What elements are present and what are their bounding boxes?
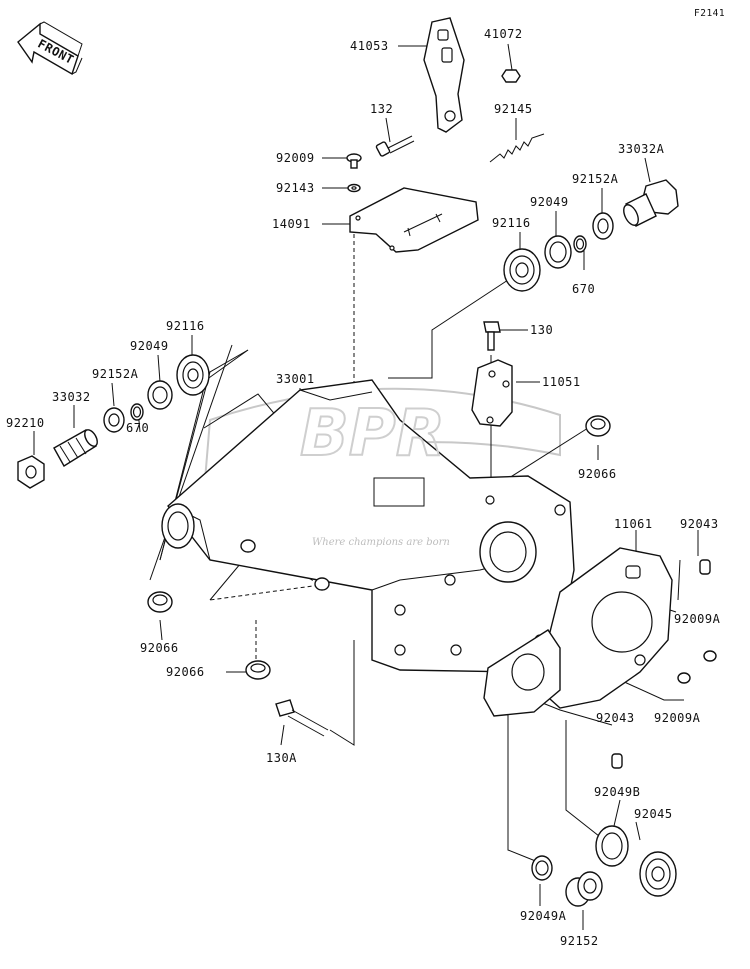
callout-92009A-top: 92009A [674, 612, 721, 626]
seal-92152A-right [592, 212, 614, 240]
oring-670-left [130, 403, 144, 421]
callout-11051: 11051 [542, 375, 581, 389]
callout-14091: 14091 [272, 217, 311, 231]
bolt-132 [375, 135, 415, 157]
bearing-92045 [639, 851, 677, 897]
callout-670-right: 670 [572, 282, 595, 296]
collar-92049B [595, 825, 629, 867]
upper-bracket-41053 [423, 17, 465, 133]
callout-92152: 92152 [560, 934, 599, 948]
watermark-logo-text: BPR [300, 397, 445, 471]
collar-92049-left [147, 380, 173, 410]
nut-92210 [17, 455, 45, 489]
callout-41072: 41072 [484, 27, 523, 41]
screw-92009A-bottom [677, 672, 691, 684]
watermark-tagline: Where champions are born [312, 537, 450, 548]
callout-92066-right: 92066 [578, 467, 617, 481]
pivot-bolt-33032 [53, 429, 98, 467]
bushing-92152 [565, 871, 603, 907]
pivot-bolt-33032A [623, 179, 679, 227]
callout-33032A: 33032A [618, 142, 665, 156]
callout-92049A: 92049A [520, 909, 567, 923]
callout-92043-bottom: 92043 [596, 711, 635, 725]
callout-92116-left: 92116 [166, 319, 205, 333]
callout-92049-left: 92049 [130, 339, 169, 353]
bracket-11051 [471, 359, 513, 427]
callout-92009: 92009 [276, 151, 315, 165]
screw-92009A-top [703, 650, 717, 662]
cover-11061 [539, 547, 673, 709]
callout-92045: 92045 [634, 807, 673, 821]
callout-11061: 11061 [614, 517, 653, 531]
seal-92152A-left [103, 407, 125, 433]
swingarm-33001 [161, 379, 575, 673]
bolt-130A [275, 699, 329, 737]
bearing-92116-right [503, 248, 541, 292]
bolt-130 [483, 321, 501, 351]
cap-92066-bottom [245, 660, 271, 680]
callout-labels: 41053 41072 132 92145 92009 33032A 92143… [6, 27, 721, 948]
cap-92066-right [585, 415, 611, 437]
gasket [483, 629, 561, 717]
dowel-92043-bottom [611, 753, 623, 769]
callout-130A: 130A [266, 751, 297, 765]
callout-132: 132 [370, 102, 393, 116]
callout-92210: 92210 [6, 416, 45, 430]
callout-92066-left: 92066 [140, 641, 179, 655]
callout-41053: 41053 [350, 39, 389, 53]
collar-92049-right [544, 235, 572, 269]
callout-92152A-left: 92152A [92, 367, 139, 381]
bearing-92116-left [176, 354, 210, 396]
plate-14091 [349, 187, 479, 253]
front-arrow-icon: FRONT [17, 21, 83, 76]
screw-92009 [346, 153, 362, 169]
callout-92145: 92145 [494, 102, 533, 116]
callout-670-left: 670 [126, 421, 149, 435]
callout-92009A-bottom: 92009A [654, 711, 701, 725]
callout-92152A-right: 92152A [572, 172, 619, 186]
callout-92049B: 92049B [594, 785, 640, 799]
callout-92116-right: 92116 [492, 216, 531, 230]
collar-92049A [531, 855, 553, 881]
oring-670-right [573, 235, 587, 253]
callout-92043-top: 92043 [680, 517, 719, 531]
callout-92066-bottom: 92066 [166, 665, 205, 679]
washer-92143 [347, 183, 361, 193]
callout-92143: 92143 [276, 181, 315, 195]
callout-130: 130 [530, 323, 553, 337]
callout-92049-right: 92049 [530, 195, 569, 209]
dowel-92043-top [699, 559, 711, 575]
nut-41072 [501, 69, 521, 83]
callout-33001: 33001 [276, 372, 315, 386]
cap-92066-left [147, 591, 173, 613]
spring-92145 [489, 133, 545, 163]
callout-33032: 33032 [52, 390, 91, 404]
figure-code: F2141 [694, 8, 725, 19]
